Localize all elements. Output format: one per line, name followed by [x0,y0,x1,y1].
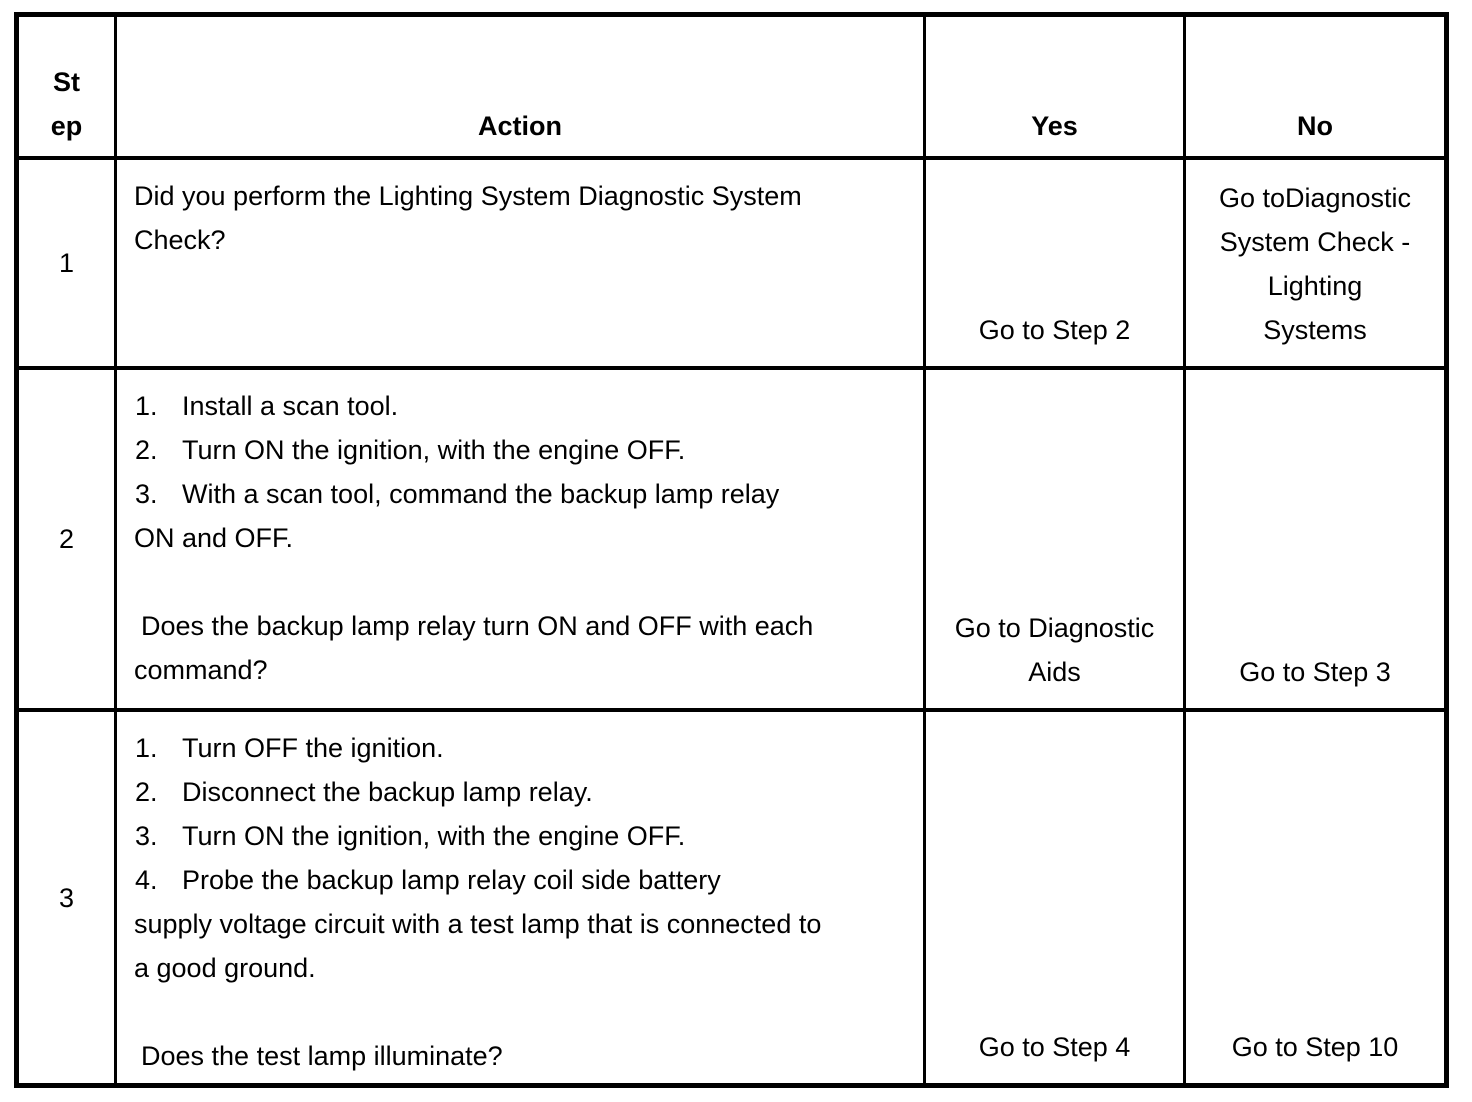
yes-result-cell: Go to Step 2 [926,160,1186,370]
action-cell: 1. Turn OFF the ignition. 2. Disconnect the… [117,712,926,1083]
no-result-cell: Go to Step 3 [1186,370,1444,712]
list-number: 1. [135,391,158,421]
action-text-line: Did you perform the Lighting System Diag… [134,181,802,211]
action-list-item: 3. With a scan tool, command the backup l… [117,472,913,516]
action-cell: 1. Install a scan tool. 2. Turn ON the igni… [117,370,926,712]
column-header-yes: Yes [926,17,1186,160]
column-header-step: St ep [19,17,117,160]
action-blank-line [117,560,913,604]
action-text-line: Check? [134,225,226,255]
step-number-cell: 3 [19,712,117,1083]
no-result-cell: Go to Step 10 [1231,1032,1399,1062]
action-list-item: 2. Turn ON the ignition, with the engine … [117,428,913,472]
action-cell: Did you perform the Lighting System Diag… [117,160,926,370]
list-number: 3. [135,479,158,509]
list-number: 4. [135,865,158,895]
no-result-cell: Go toDiagnostic System Check - Lighting … [1186,160,1444,370]
list-number: 3. [135,821,158,851]
action-list-item: 1. Turn OFF the ignition. [117,726,913,770]
action-list-item: 1. Install a scan tool. [117,384,913,428]
list-text: Turn ON the ignition, with the engine OF… [182,435,686,465]
list-text: Turn ON the ignition, with the engine OF… [182,821,686,851]
action-blank-line [117,990,913,1034]
step-number-cell: 1 [19,160,117,370]
action-text-line: a good ground. [134,953,316,983]
yes-result-cell: Go to Diagnostic Aids [926,370,1186,712]
action-list-item: 4. Probe the backup lamp relay coil side … [117,858,913,902]
action-text-line: ON and OFF. [134,523,294,553]
list-text: Disconnect the backup lamp relay. [182,777,593,807]
action-question: Does the backup lamp relay turn ON and O… [141,611,814,641]
action-list-item: 2. Disconnect the backup lamp relay. [117,770,913,814]
list-number: 2. [135,435,158,465]
action-question: Does the test lamp illuminate? [141,1041,503,1071]
list-text: Turn OFF the ignition. [182,733,444,763]
list-text: With a scan tool, command the backup lam… [182,479,780,509]
column-header-action: Action [117,17,926,160]
yes-result-cell: Go to Step 4 [926,712,1186,1083]
list-number: 2. [135,777,158,807]
list-text: Install a scan tool. [182,391,399,421]
step-number-cell: 2 [19,370,117,712]
action-list-item: 3. Turn ON the ignition, with the engine … [117,814,913,858]
column-header-no: No [1186,17,1444,160]
diagnostic-table: St ep Action Yes No 1 Did you perform th… [14,12,1449,1088]
action-text-line: command? [134,655,268,685]
list-text: Probe the backup lamp relay coil side ba… [182,865,721,895]
list-number: 1. [135,733,158,763]
action-text-line: supply voltage circuit with a test lamp … [134,909,822,939]
